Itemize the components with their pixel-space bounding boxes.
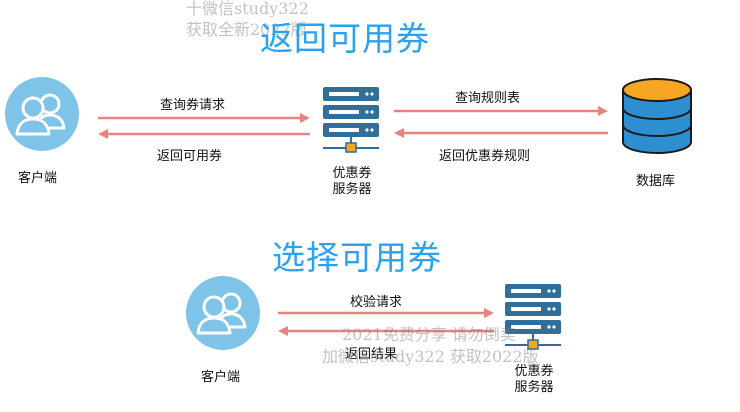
arrow-query-rule-table (394, 106, 608, 116)
watermark-top-line1: 十微信study322 (186, 0, 309, 18)
watermark-bottom-line2: 加微信study322 获取2022版 (322, 347, 539, 366)
client-label-2: 客户端 (201, 370, 241, 385)
watermark-top-line2: 获取全新2022版 (186, 20, 307, 39)
section1-title: 返回可用券 (260, 19, 430, 58)
server-label-2-line1: 优惠券 (514, 364, 554, 379)
server-icon-2 (505, 284, 561, 350)
arrow-return-available-coupon (98, 129, 310, 139)
arrow-label-return-coupon-rules: 返回优惠券规则 (439, 149, 531, 164)
arrow-verify-request (278, 308, 494, 318)
section2-title: 选择可用券 (272, 238, 442, 277)
database-label: 数据库 (636, 174, 676, 189)
client-icon-2 (186, 276, 260, 350)
arrow-return-result (278, 326, 494, 336)
server-label: 优惠券 服务器 (326, 166, 378, 198)
arrow-label-return-result: 返回结果 (345, 347, 398, 362)
server-icon (323, 87, 379, 153)
client-icon (5, 77, 79, 151)
watermark-bottom-line1: 2021免费分享 请勿倒卖 (342, 325, 516, 344)
arrow-return-coupon-rules (394, 128, 608, 138)
arrow-label-return-available-coupon: 返回可用券 (157, 149, 223, 164)
server-label-line2: 服务器 (332, 182, 372, 197)
arrow-label-query-coupon-request: 查询券请求 (160, 98, 226, 113)
server-label-2-line2: 服务器 (514, 380, 554, 395)
arrow-query-coupon-request (98, 113, 310, 123)
server-label-2: 优惠券 服务器 (508, 364, 560, 396)
server-label-line1: 优惠券 (332, 166, 372, 181)
arrow-label-verify-request: 校验请求 (350, 295, 403, 310)
arrow-label-query-rule-table: 查询规则表 (455, 91, 521, 106)
watermark-top: 十微信study322 获取全新2022版 (186, 0, 309, 40)
database-icon (622, 78, 692, 154)
client-label: 客户端 (18, 171, 58, 186)
